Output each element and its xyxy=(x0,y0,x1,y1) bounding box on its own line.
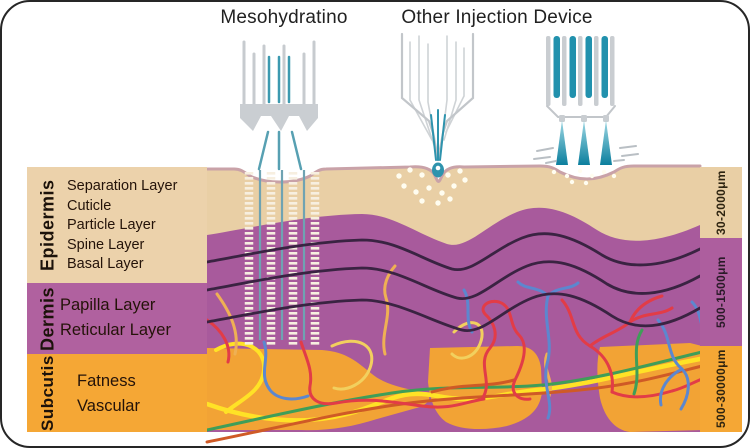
device-title-mesohydratino: Mesohydratino xyxy=(220,7,348,28)
subcutis-layer-title: Subcutis xyxy=(38,355,57,431)
sublayer-item: Vascular xyxy=(77,397,140,415)
epidermis-label-band: Epidermis Separation Layer Cuticle Parti… xyxy=(27,167,207,283)
skin-surface-line xyxy=(205,164,702,184)
injection-droplets xyxy=(396,166,617,206)
spray-injector-icon xyxy=(400,32,475,178)
sublayer-item: Papilla Layer xyxy=(60,296,156,314)
sublayer-item: Basal Layer xyxy=(67,256,144,273)
sublayer-item: Separation Layer xyxy=(67,178,178,194)
microneedle-device-icon xyxy=(240,40,318,171)
epidermis-layer-title: Epidermis xyxy=(37,179,58,271)
sublayer-item: Particle Layer xyxy=(67,217,156,234)
sublayer-item: Spine Layer xyxy=(67,236,145,253)
dermis-depth-tab: 500-1500μm xyxy=(700,238,742,346)
subcutis-label-band: Subcutis Fatness Vascular xyxy=(27,354,207,432)
splash-lines xyxy=(533,145,639,164)
sublayer-item: Fatness xyxy=(77,372,136,390)
subcutis-sublayer-list: Fatness Vascular xyxy=(77,369,140,419)
dermis-wavy-lines xyxy=(205,232,702,333)
device-title-other-injection: Other Injection Device xyxy=(401,7,593,28)
sublayer-item: Reticular Layer xyxy=(60,321,171,339)
jet-streams xyxy=(556,120,612,165)
jet-injector-icon xyxy=(533,36,639,165)
subcutis-depth-tab: 500-30000μm xyxy=(700,346,742,432)
sublayer-item: Cuticle xyxy=(67,197,112,214)
dermis-label-band: Dermis Papilla Layer Reticular Layer xyxy=(27,283,207,354)
epidermis-depth-tab: 30-2000μm xyxy=(700,167,742,238)
blood-vessels xyxy=(204,264,708,444)
epidermis-sublayer-list: Separation Layer Cuticle Particle Layer … xyxy=(67,177,177,275)
microneedle-array xyxy=(244,170,320,346)
dermis-sublayer-list: Papilla Layer Reticular Layer xyxy=(60,293,171,343)
